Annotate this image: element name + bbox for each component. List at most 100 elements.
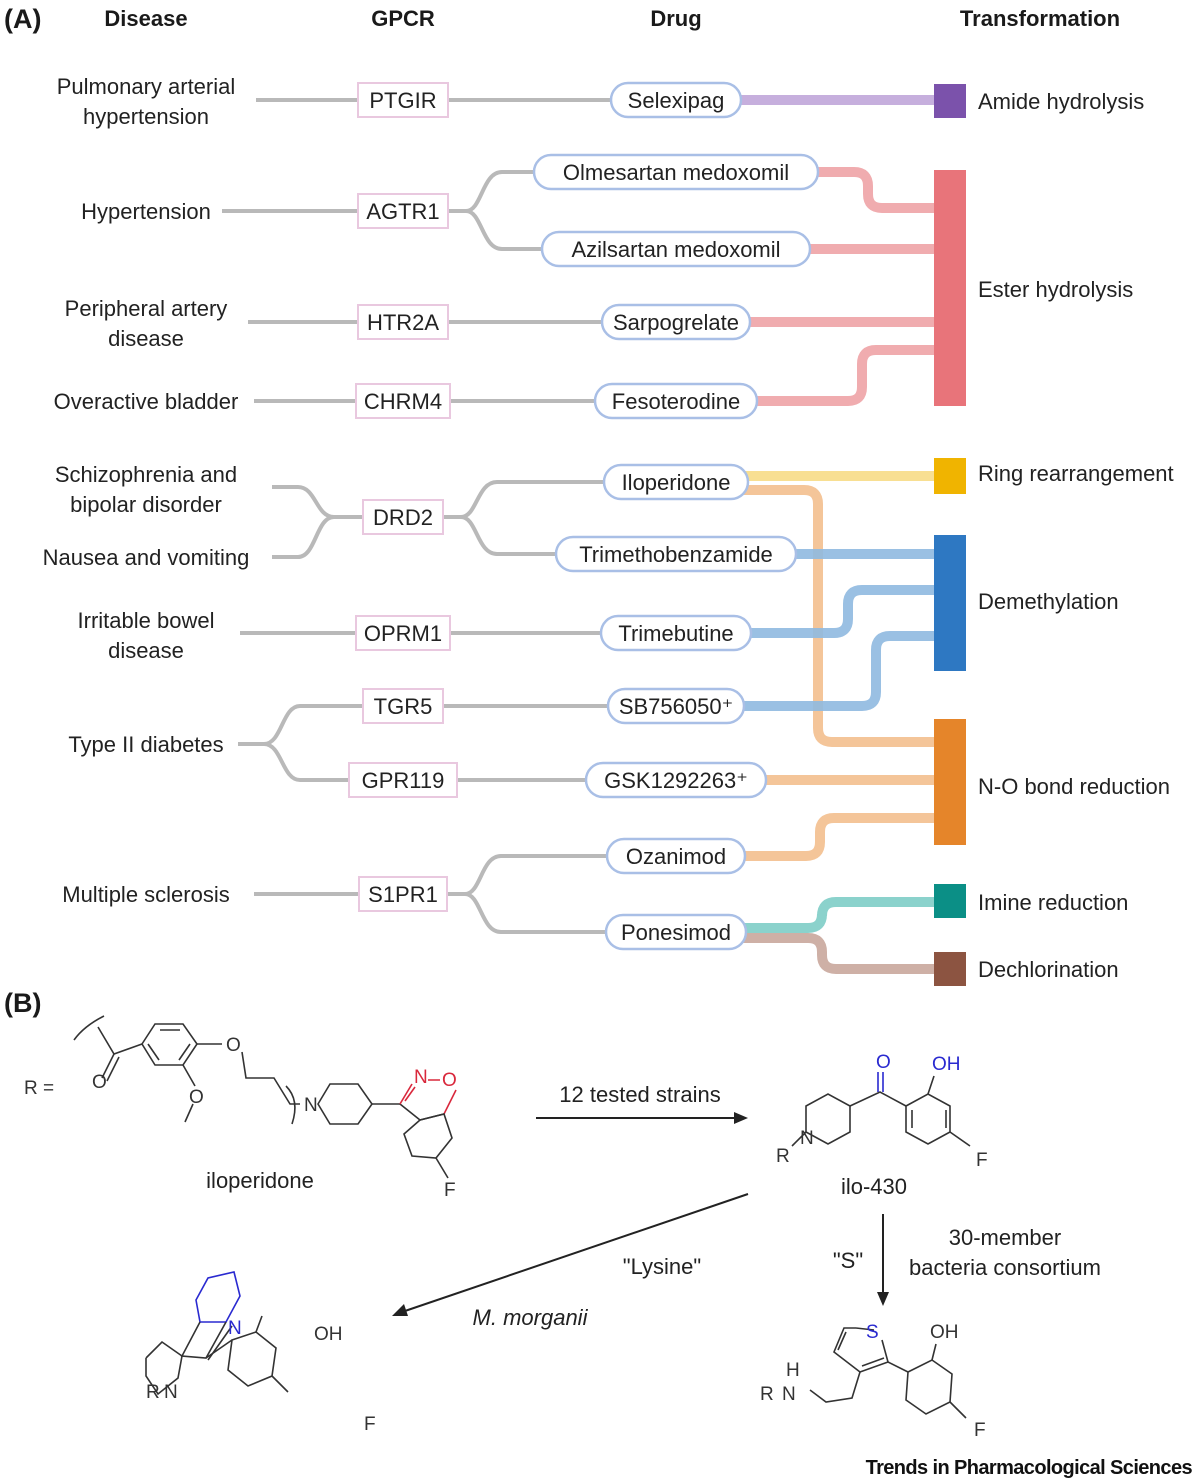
sulfur-atom-oh: OH bbox=[930, 1322, 959, 1343]
gpcr-label: DRD2 bbox=[373, 505, 433, 530]
sulfur-product-bonds bbox=[809, 1361, 909, 1403]
drug-node: Ozanimod bbox=[605, 837, 747, 875]
r-equals: R = bbox=[24, 1078, 54, 1099]
transformation-bar bbox=[934, 84, 966, 118]
drug-label: Fesoterodine bbox=[612, 389, 740, 414]
drug-transformation-link bbox=[747, 585, 936, 638]
drug-transformation-link bbox=[742, 897, 936, 933]
step2-left-arrow bbox=[401, 1193, 749, 1313]
drug-pill bbox=[584, 761, 768, 799]
drug-transformation-link bbox=[740, 631, 936, 711]
isoxazole-bonds bbox=[399, 1103, 445, 1121]
gpcr-label: S1PR1 bbox=[368, 882, 438, 907]
gpcr-drug-link bbox=[448, 170, 534, 213]
drug-pill bbox=[540, 230, 812, 268]
step2-down-label: "S" bbox=[833, 1248, 863, 1273]
drug-label: Azilsartan medoxomil bbox=[571, 237, 780, 262]
atom-o-carbonyl: O bbox=[92, 1072, 107, 1093]
disease-label: Schizophrenia and bbox=[55, 462, 237, 487]
gpcr-drug-link bbox=[448, 209, 542, 251]
propyl-chain bbox=[197, 1043, 300, 1105]
transformation-bar bbox=[934, 884, 966, 918]
gpcr-box bbox=[355, 615, 451, 651]
disease-label: Nausea and vomiting bbox=[43, 545, 250, 570]
transformation-bar bbox=[934, 535, 966, 671]
gpcr-box bbox=[355, 383, 451, 419]
transformation-label: Dechlorination bbox=[978, 957, 1119, 982]
gpcr-node: S1PR1 bbox=[358, 876, 448, 912]
drug-label: Trimebutine bbox=[618, 621, 733, 646]
header-transformation: Transformation bbox=[960, 6, 1120, 31]
drug-pill bbox=[554, 535, 798, 573]
cf-bond bbox=[435, 1157, 449, 1179]
ilo430-atom-n: N bbox=[800, 1128, 814, 1149]
nodes-layer: Pulmonary arterialhypertensionHypertensi… bbox=[43, 74, 1174, 986]
drug-node: Olmesartan medoxomil bbox=[532, 153, 820, 191]
drug-node: Azilsartan medoxomil bbox=[540, 230, 812, 268]
transformation-label: Ester hydrolysis bbox=[978, 277, 1133, 302]
step1-arrowhead bbox=[734, 1112, 748, 1124]
lysine-phenol-ring bbox=[227, 1331, 277, 1387]
drug-transformation-link bbox=[742, 933, 936, 974]
iloperidone-name: iloperidone bbox=[206, 1168, 314, 1193]
gpcr-label: PTGIR bbox=[369, 88, 436, 113]
consortium-line-2: bacteria consortium bbox=[909, 1255, 1101, 1280]
drug-label: Ozanimod bbox=[626, 844, 726, 869]
sulfur-atom-n: N bbox=[782, 1384, 796, 1405]
drug-pill bbox=[593, 382, 759, 420]
lysine-fused-bonds bbox=[145, 1339, 233, 1396]
drug-transformation-link bbox=[753, 345, 936, 406]
gpcr-box bbox=[358, 876, 448, 912]
step1-label: 12 tested strains bbox=[559, 1082, 720, 1107]
drug-pill bbox=[599, 614, 753, 652]
disease-gpcr-link bbox=[238, 704, 363, 746]
sulfur-atom-r: R bbox=[760, 1384, 774, 1405]
drug-node: Selexipag bbox=[609, 81, 743, 119]
consortium-line-1: 30-member bbox=[949, 1225, 1061, 1250]
bracket-open bbox=[73, 1015, 105, 1041]
gpcr-box bbox=[362, 688, 444, 724]
gpcr-drug-link bbox=[443, 515, 556, 556]
drug-node: Trimethobenzamide bbox=[554, 535, 798, 573]
drug-node: GSK1292263⁺ bbox=[584, 761, 768, 799]
disease-label: hypertension bbox=[83, 104, 209, 129]
drug-node: Iloperidone bbox=[602, 463, 750, 501]
drug-pill bbox=[532, 153, 820, 191]
drug-label: GSK1292263⁺ bbox=[604, 768, 748, 793]
ilo430-structure bbox=[791, 1072, 971, 1147]
cn-double-bond bbox=[399, 1083, 413, 1105]
transformation-bar bbox=[934, 458, 966, 494]
ilo430-atom-o: O bbox=[876, 1052, 891, 1073]
gpcr-label: HTR2A bbox=[367, 310, 439, 335]
atom-o-ether: O bbox=[226, 1035, 241, 1056]
benzene-ring-2 bbox=[403, 1113, 453, 1159]
transformation-label: Amide hydrolysis bbox=[978, 89, 1144, 114]
gpcr-node: AGTR1 bbox=[357, 193, 449, 229]
disease-label: disease bbox=[108, 326, 184, 351]
atom-f-1: F bbox=[444, 1180, 456, 1201]
header-drug: Drug bbox=[650, 6, 701, 31]
gpcr-label: TGR5 bbox=[374, 694, 433, 719]
step2-left-arrowhead bbox=[392, 1304, 408, 1316]
gpcr-label: CHRM4 bbox=[364, 389, 442, 414]
disease-label: Hypertension bbox=[81, 199, 211, 224]
gpcr-node: CHRM4 bbox=[355, 383, 451, 419]
gpcr-node: PTGIR bbox=[357, 82, 449, 118]
sulfur-atom-s: S bbox=[866, 1322, 879, 1343]
thiophene-double-bonds bbox=[837, 1331, 885, 1367]
drug-transformation-link bbox=[741, 813, 936, 861]
piperidine-ring bbox=[317, 1083, 373, 1125]
drug-label: SB756050⁺ bbox=[619, 694, 733, 719]
acetyl-bond bbox=[97, 1026, 143, 1055]
ilo430-carbonyl bbox=[877, 1072, 884, 1092]
methoxy-bond bbox=[182, 1064, 196, 1123]
panel-a-label: (A) bbox=[4, 4, 41, 34]
lysine-atom-oh: OH bbox=[314, 1324, 343, 1345]
gpcr-drug-link bbox=[443, 480, 604, 519]
drug-node: SB756050⁺ bbox=[606, 687, 746, 725]
lysine-atom-n: N bbox=[228, 1318, 242, 1339]
disease-gpcr-link bbox=[238, 742, 349, 782]
sulfur-atom-h: H bbox=[786, 1360, 800, 1381]
step2-left-organism: M. morganii bbox=[473, 1305, 589, 1330]
